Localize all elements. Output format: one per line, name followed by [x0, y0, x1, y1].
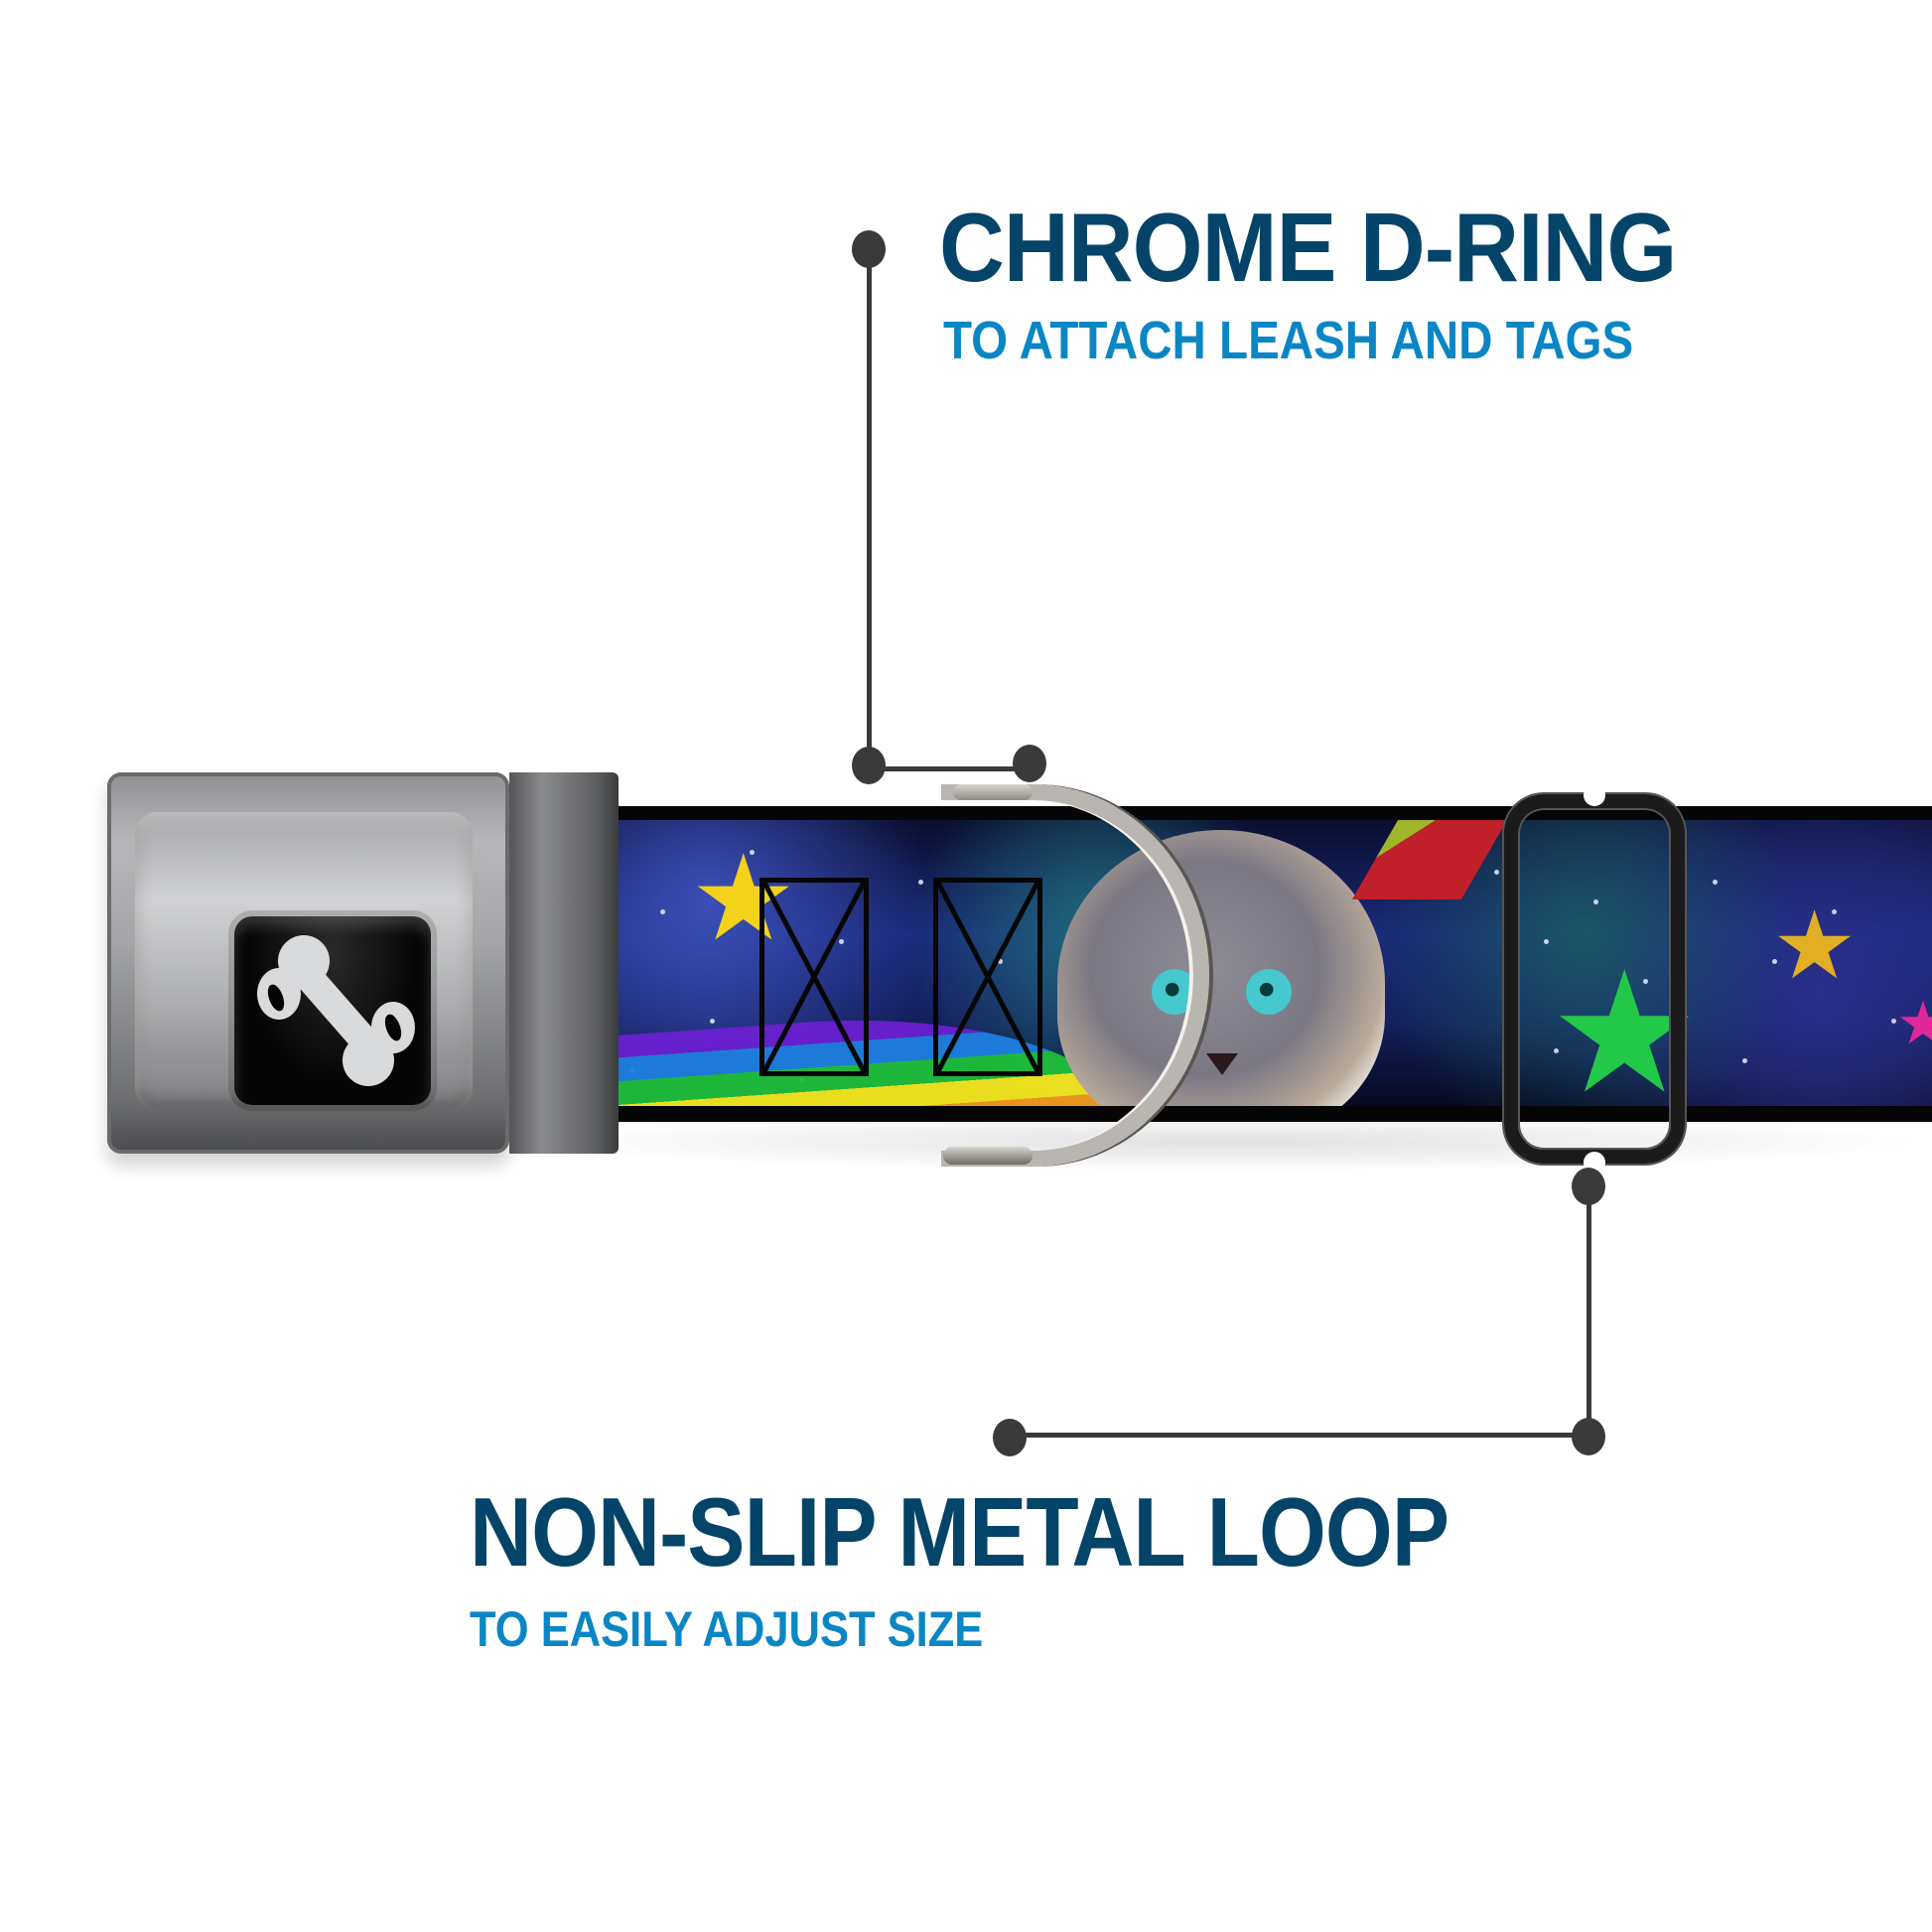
bone-icon: [257, 935, 415, 1086]
leader-dot-icon: [993, 1419, 1027, 1456]
d-ring-callout-title: CHROME D-RING: [939, 193, 1677, 302]
red-tail-graphic: [1351, 820, 1508, 899]
stitch-box-icon: [759, 878, 869, 1076]
pink-star-icon: ★: [1896, 994, 1932, 1053]
metal-loop-callout-subtitle: TO EASILY ADJUST SIZE: [470, 1601, 984, 1657]
d-ring-callout-subtitle: TO ATTACH LEASH AND TAGS: [943, 311, 1634, 370]
metal-loop-callout-title: NON-SLIP METAL LOOP: [470, 1477, 1449, 1587]
buckle-tongue: [509, 772, 619, 1154]
buckle-emblem: [234, 916, 431, 1105]
leader-horizontal-line: [1011, 1433, 1587, 1438]
leader-dot-icon: [852, 747, 886, 784]
gold-star-icon: ★: [1772, 892, 1858, 1001]
loop-notch: [1584, 784, 1605, 806]
d-ring-bar: [943, 1147, 1033, 1165]
d-ring-bar: [953, 784, 1033, 800]
collar-strap: ★ ★ ★ ★ ★: [541, 806, 1932, 1122]
leader-dot-icon: [1013, 745, 1046, 782]
leader-horizontal-line: [869, 766, 1030, 771]
leader-vertical-line: [867, 248, 872, 764]
leader-vertical-line: [1587, 1191, 1591, 1434]
buckle-face: [135, 812, 473, 1110]
metal-loop-slider: [1504, 794, 1685, 1164]
collar-shadow: [516, 1112, 1932, 1172]
seatbelt-buckle: [107, 772, 619, 1154]
